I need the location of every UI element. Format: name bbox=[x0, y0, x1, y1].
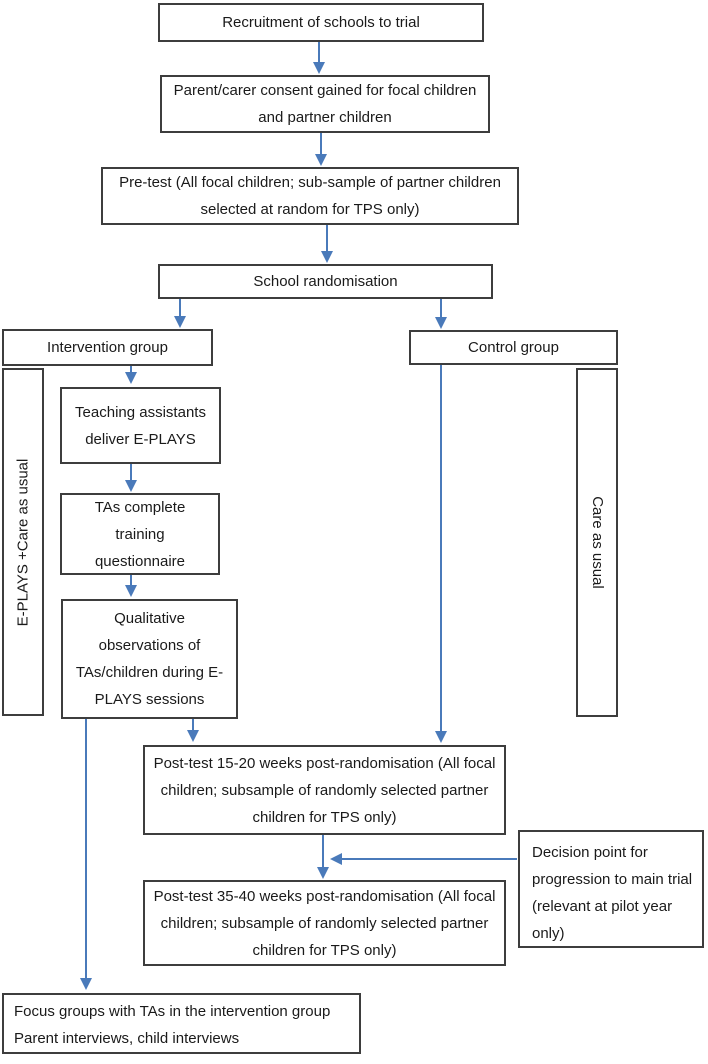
node-recruitment-label: Recruitment of schools to trial bbox=[222, 14, 420, 31]
node-consent: Parent/carer consent gained for focal ch… bbox=[160, 75, 490, 133]
node-posttest-15-20: Post-test 15-20 weeks post-randomisation… bbox=[143, 745, 506, 835]
node-control-group: Control group bbox=[409, 330, 618, 365]
node-recruitment: Recruitment of schools to trial bbox=[158, 3, 484, 42]
node-intervention-group: Intervention group bbox=[2, 329, 213, 366]
node-pretest-label: Pre-test (All focal children; sub-sample… bbox=[119, 174, 501, 218]
node-randomisation: School randomisation bbox=[158, 264, 493, 299]
node-posttest-35-40-label: Post-test 35-40 weeks post-randomisation… bbox=[153, 887, 496, 959]
node-decision-point: Decision point for progression to main t… bbox=[518, 830, 704, 948]
node-teaching-assistants: Teaching assistants deliver E-PLAYS bbox=[60, 387, 221, 464]
sidebar-control-condition: Care as usual bbox=[576, 368, 618, 717]
node-tas-questionnaire-label: TAs complete training questionnaire bbox=[94, 498, 186, 570]
node-control-group-label: Control group bbox=[468, 339, 559, 356]
node-qualitative-observations-label: Qualitative observations of TAs/children… bbox=[75, 610, 224, 708]
sidebar-intervention-condition-label: E-PLAYS +Care as usual bbox=[14, 458, 32, 626]
sidebar-intervention-condition: E-PLAYS +Care as usual bbox=[2, 368, 44, 716]
node-focus-groups-line1: Focus groups with TAs in the interventio… bbox=[14, 1003, 331, 1020]
node-intervention-group-label: Intervention group bbox=[47, 339, 168, 356]
node-focus-groups: Focus groups with TAs in the interventio… bbox=[2, 993, 361, 1054]
node-tas-questionnaire: TAs complete training questionnaire bbox=[60, 493, 220, 575]
node-posttest-35-40: Post-test 35-40 weeks post-randomisation… bbox=[143, 880, 506, 966]
node-pretest: Pre-test (All focal children; sub-sample… bbox=[101, 167, 519, 225]
node-focus-groups-line2: Parent interviews, child interviews bbox=[14, 1030, 240, 1047]
sidebar-control-condition-label: Care as usual bbox=[588, 496, 606, 589]
node-qualitative-observations: Qualitative observations of TAs/children… bbox=[61, 599, 238, 719]
node-consent-label: Parent/carer consent gained for focal ch… bbox=[173, 82, 477, 126]
node-teaching-assistants-label: Teaching assistants deliver E-PLAYS bbox=[75, 403, 206, 448]
node-decision-point-label: Decision point for progression to main t… bbox=[532, 844, 693, 942]
node-posttest-15-20-label: Post-test 15-20 weeks post-randomisation… bbox=[153, 754, 496, 826]
node-randomisation-label: School randomisation bbox=[253, 273, 398, 290]
